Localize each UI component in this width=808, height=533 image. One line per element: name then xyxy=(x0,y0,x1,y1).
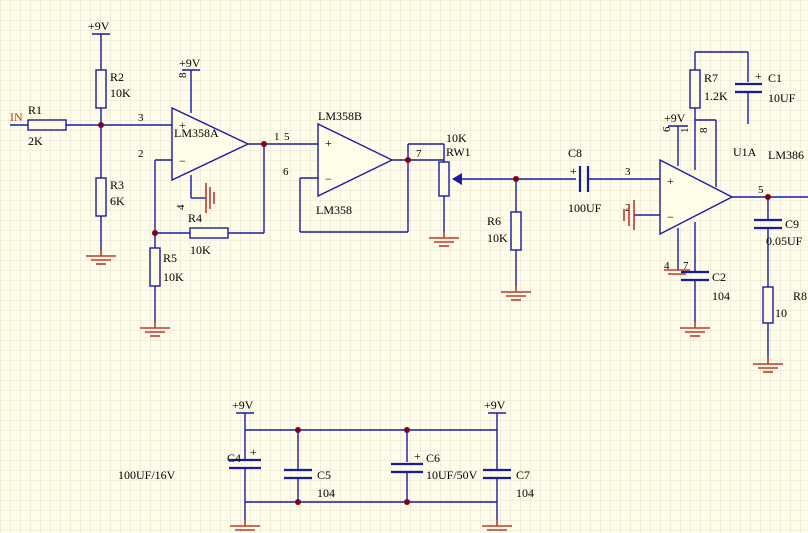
c1-ref: C1 xyxy=(768,71,782,85)
resistor-r6-group: R6 10K xyxy=(487,179,532,301)
u1a-pin-8: 8 xyxy=(698,127,710,133)
r5-ref: R5 xyxy=(163,251,177,265)
u1a-pin-4: 4 xyxy=(664,260,670,272)
c4-plus: + xyxy=(250,445,257,459)
c8-plus: + xyxy=(570,164,577,178)
opamp-b-pin-7: 7 xyxy=(416,148,422,160)
u1a-pin-1: 1 xyxy=(679,128,691,134)
u1a-pin-2: 2 xyxy=(625,202,631,214)
opamp-lm358b: LM358B LM358 + − 5 6 7 xyxy=(283,109,444,233)
r4-ref: R4 xyxy=(188,211,202,225)
vcc-label-c7: +9V xyxy=(484,398,506,412)
r1-ref: R1 xyxy=(28,103,42,117)
vcc-label-u1a: +9V xyxy=(664,111,686,125)
resistor-r5 xyxy=(149,247,161,287)
r3-value: 6K xyxy=(110,194,125,208)
c1-plus: + xyxy=(755,69,762,83)
opamp-a-plus: + xyxy=(179,118,186,132)
capacitor-c8: C8 100UF + xyxy=(568,146,660,215)
u1a-pin-7: 7 xyxy=(683,260,689,272)
opamp-b-pin-5: 5 xyxy=(284,131,290,143)
c9-value: 0.05UF xyxy=(766,234,803,248)
r7-ref: R7 xyxy=(704,71,718,85)
u1a-ref: U1A xyxy=(733,145,757,159)
opamp-a-pin-4: 4 xyxy=(175,204,187,210)
c2-ref: C2 xyxy=(712,270,726,284)
opamp-lm358a: + − LM358A 3 2 8 4 1 +9V R4 10K R5 10K xyxy=(138,56,318,337)
c8-ref: C8 xyxy=(568,146,582,160)
resistor-r8 xyxy=(762,286,774,324)
r8-ref: R8 xyxy=(793,289,807,303)
c7-value: 104 xyxy=(516,486,534,500)
u1a-pin-3: 3 xyxy=(625,166,631,178)
supply-decoupling: +9V +9V + C4 100UF/16V C5 104 + C6 xyxy=(118,398,534,533)
u1a-minus: − xyxy=(667,210,674,224)
c1-value: 10UF xyxy=(768,91,796,105)
c9-ref: C9 xyxy=(785,217,799,231)
u1a-plus: + xyxy=(667,174,674,188)
c8-value: 100UF xyxy=(568,201,602,215)
resistor-r3 xyxy=(95,177,107,217)
opamp-a-pin-1: 1 xyxy=(274,131,280,143)
resistor-r2 xyxy=(95,69,107,109)
c6-value: 10UF/50V xyxy=(426,468,478,482)
opamp-b-name: LM358B xyxy=(318,109,362,123)
c4-value: 100UF/16V xyxy=(118,468,176,482)
c6-ref: C6 xyxy=(426,451,440,465)
opamp-b-minus: − xyxy=(325,172,332,186)
vcc-label-a: +9V xyxy=(179,56,201,70)
rw1-ref: RW1 xyxy=(446,145,471,159)
opamp-a-minus: − xyxy=(179,154,186,168)
opamp-a-pin-2: 2 xyxy=(138,148,144,160)
u1a-name: LM386 xyxy=(768,148,804,162)
r1-value: 2K xyxy=(28,134,43,148)
c5-value: 104 xyxy=(317,486,335,500)
r4-value: 10K xyxy=(190,243,211,257)
input-stage: IN R1 2K +9V R2 10K R3 6K xyxy=(10,19,172,265)
u1a-pin-5: 5 xyxy=(758,184,764,196)
opamp-b-pin-6: 6 xyxy=(283,166,289,178)
r6-ref: R6 xyxy=(487,214,501,228)
r8-value: 10 xyxy=(775,306,787,320)
c6-plus: + xyxy=(414,449,421,463)
c5-ref: C5 xyxy=(317,468,331,482)
amplifier-u1a: U1A LM386 + − 3 2 6 8 1 4 7 5 +9V R7 1.2… xyxy=(623,51,808,373)
vcc-label-r2: +9V xyxy=(88,19,110,33)
resistor-r4 xyxy=(189,227,229,239)
input-label: IN xyxy=(10,110,23,124)
resistor-r7 xyxy=(689,69,701,109)
r7-value: 1.2K xyxy=(704,89,728,103)
vcc-label-c4: +9V xyxy=(232,398,254,412)
r3-ref: R3 xyxy=(110,178,124,192)
r2-value: 10K xyxy=(110,86,131,100)
opamp-a-pin-3: 3 xyxy=(138,112,144,124)
c7-ref: C7 xyxy=(516,468,530,482)
c4-ref: C4 xyxy=(227,451,241,465)
potentiometer-rw1: 10K RW1 xyxy=(428,131,576,247)
opamp-a-name: LM358A xyxy=(174,126,219,140)
r5-value: 10K xyxy=(163,270,184,284)
resistor-r6 xyxy=(510,211,522,251)
u1a-pin-6: 6 xyxy=(661,126,673,132)
r6-value: 10K xyxy=(487,231,508,245)
rw1-value: 10K xyxy=(446,131,467,145)
opamp-b-plus: + xyxy=(325,136,332,150)
resistor-r1 xyxy=(27,119,67,131)
c2-value: 104 xyxy=(712,289,730,303)
opamp-b-sub: LM358 xyxy=(316,203,352,217)
r2-ref: R2 xyxy=(110,70,124,84)
opamp-a-pin-8: 8 xyxy=(177,72,189,78)
